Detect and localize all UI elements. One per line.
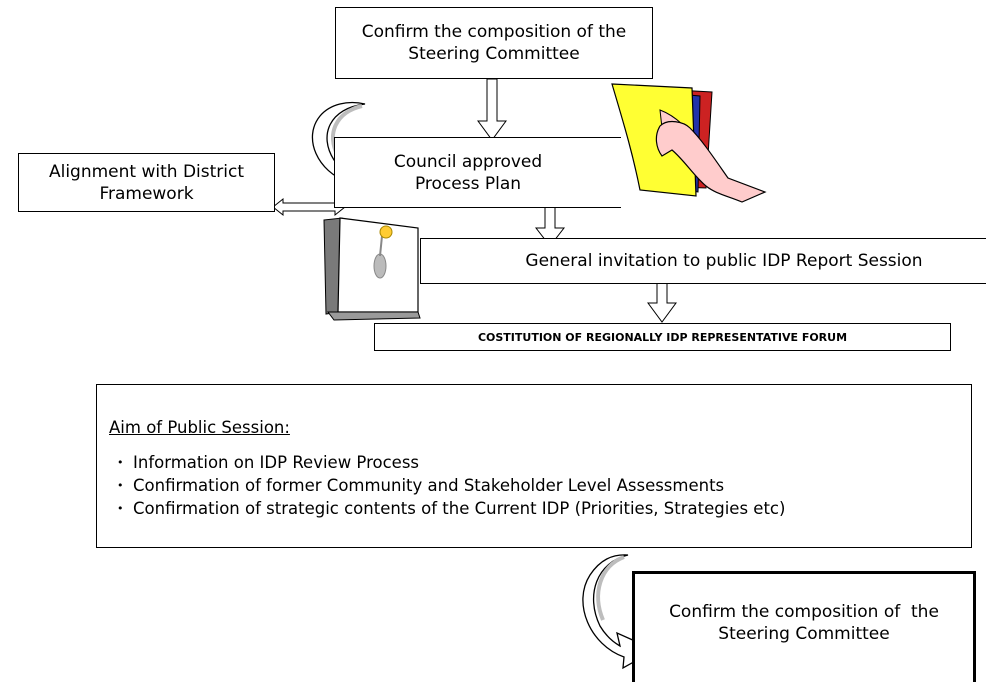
aim-list: Information on IDP Review Process Confir… bbox=[109, 451, 959, 520]
steering-committee-label: Confirm the composition of the Steering … bbox=[361, 22, 627, 64]
alignment-label: Alignment with District Framework bbox=[48, 161, 245, 204]
arrow-steering-to-council bbox=[477, 78, 507, 141]
arrow-council-to-invitation bbox=[534, 206, 566, 247]
steering-committee-box-top: Confirm the composition of the Steering … bbox=[335, 7, 653, 79]
aim-item: Information on IDP Review Process bbox=[109, 451, 959, 474]
arrow-invitation-to-forum bbox=[647, 279, 677, 323]
aim-box: Aim of Public Session: Information on ID… bbox=[96, 384, 972, 548]
invitation-label: General invitation to public IDP Report … bbox=[525, 251, 923, 271]
invitation-box: General invitation to public IDP Report … bbox=[420, 238, 986, 284]
document-in-hand-icon bbox=[611, 83, 767, 203]
forum-label: COSTITUTION OF REGIONALLY IDP REPRESENTA… bbox=[477, 330, 848, 344]
alignment-box: Alignment with District Framework bbox=[18, 153, 275, 212]
council-plan-label: Council approved Process Plan bbox=[393, 151, 543, 194]
steering-committee-label: Confirm the composition of the Steering … bbox=[669, 602, 950, 644]
forum-box: COSTITUTION OF REGIONALLY IDP REPRESENTA… bbox=[374, 323, 951, 351]
aim-heading: Aim of Public Session: bbox=[109, 418, 290, 437]
steering-committee-box-bottom: Confirm the composition of the Steering … bbox=[632, 571, 976, 682]
council-plan-box: Council approved Process Plan bbox=[334, 137, 621, 208]
aim-item: Confirmation of strategic contents of th… bbox=[109, 497, 959, 520]
pinned-note-icon bbox=[323, 217, 421, 321]
aim-item: Confirmation of former Community and Sta… bbox=[109, 474, 959, 497]
